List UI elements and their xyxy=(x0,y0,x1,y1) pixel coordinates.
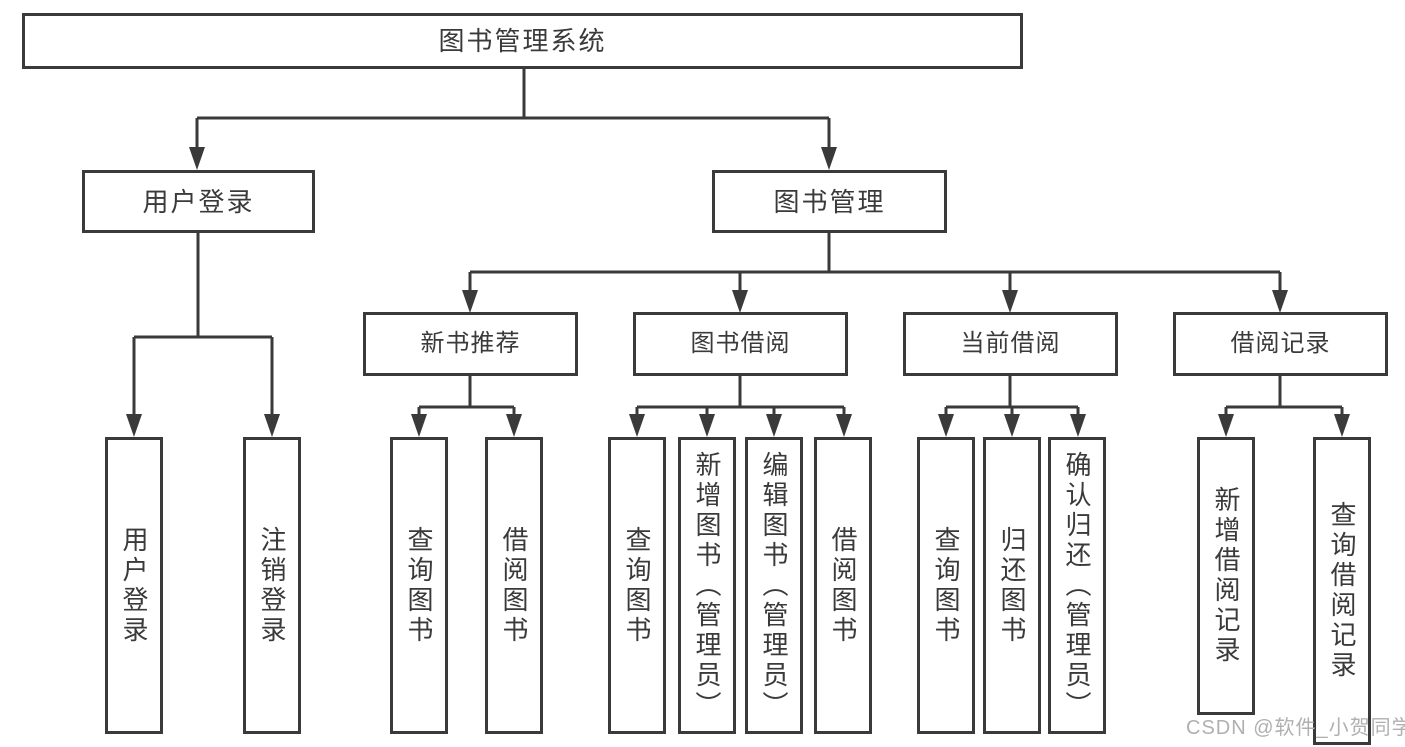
node-label: 编辑图书（管理员） xyxy=(759,450,789,721)
node-label: 归还图书 xyxy=(997,525,1027,646)
node-label: 用户登录 xyxy=(119,525,149,646)
node-leaf-query-books-recommend: 查询图书 xyxy=(390,437,448,734)
node-book-management: 图书管理 xyxy=(712,170,947,233)
node-borrow-records: 借阅记录 xyxy=(1173,312,1388,376)
node-label: 查询图书 xyxy=(404,525,434,646)
node-leaf-edit-books-admin: 编辑图书（管理员） xyxy=(745,437,803,734)
node-label: 确认归还（管理员） xyxy=(1062,450,1092,721)
node-book-management-system: 图书管理系统 xyxy=(22,13,1023,69)
node-leaf-borrow-books-recommend: 借阅图书 xyxy=(485,437,543,734)
node-leaf-user-login: 用户登录 xyxy=(105,437,163,734)
node-label: 借阅记录 xyxy=(1230,330,1331,357)
node-label: 图书管理 xyxy=(773,186,886,217)
node-user-login: 用户登录 xyxy=(82,170,315,233)
node-label: 查询借阅记录 xyxy=(1327,501,1357,681)
node-current-borrow: 当前借阅 xyxy=(903,312,1118,376)
node-label: 查询图书 xyxy=(622,525,652,646)
node-label: 用户登录 xyxy=(142,186,255,217)
node-leaf-borrow-books: 借阅图书 xyxy=(814,437,872,734)
node-label: 图书管理系统 xyxy=(438,26,607,56)
node-leaf-query-books-current: 查询图书 xyxy=(917,437,975,734)
node-label: 借阅图书 xyxy=(828,525,858,646)
node-leaf-query-borrow-record: 查询借阅记录 xyxy=(1313,437,1371,745)
node-new-book-recommend: 新书推荐 xyxy=(363,312,578,376)
node-label: 当前借阅 xyxy=(960,330,1061,357)
node-leaf-return-books: 归还图书 xyxy=(983,437,1041,734)
node-label: 图书借阅 xyxy=(690,330,791,357)
node-leaf-confirm-return-admin: 确认归还（管理员） xyxy=(1048,437,1106,734)
node-leaf-add-books-admin: 新增图书（管理员） xyxy=(678,437,736,734)
node-label: 借阅图书 xyxy=(499,525,529,646)
node-label: 查询图书 xyxy=(931,525,961,646)
node-label: 新书推荐 xyxy=(420,330,521,357)
node-leaf-query-books-borrow: 查询图书 xyxy=(608,437,666,734)
watermark: CSDN @软件_小贺同学 xyxy=(1186,717,1405,739)
node-leaf-add-borrow-record: 新增借阅记录 xyxy=(1197,437,1255,715)
node-label: 新增借阅记录 xyxy=(1211,486,1241,666)
node-label: 注销登录 xyxy=(257,525,287,646)
node-book-borrow: 图书借阅 xyxy=(633,312,848,376)
node-label: 新增图书（管理员） xyxy=(692,450,722,721)
node-leaf-logout: 注销登录 xyxy=(243,437,301,734)
